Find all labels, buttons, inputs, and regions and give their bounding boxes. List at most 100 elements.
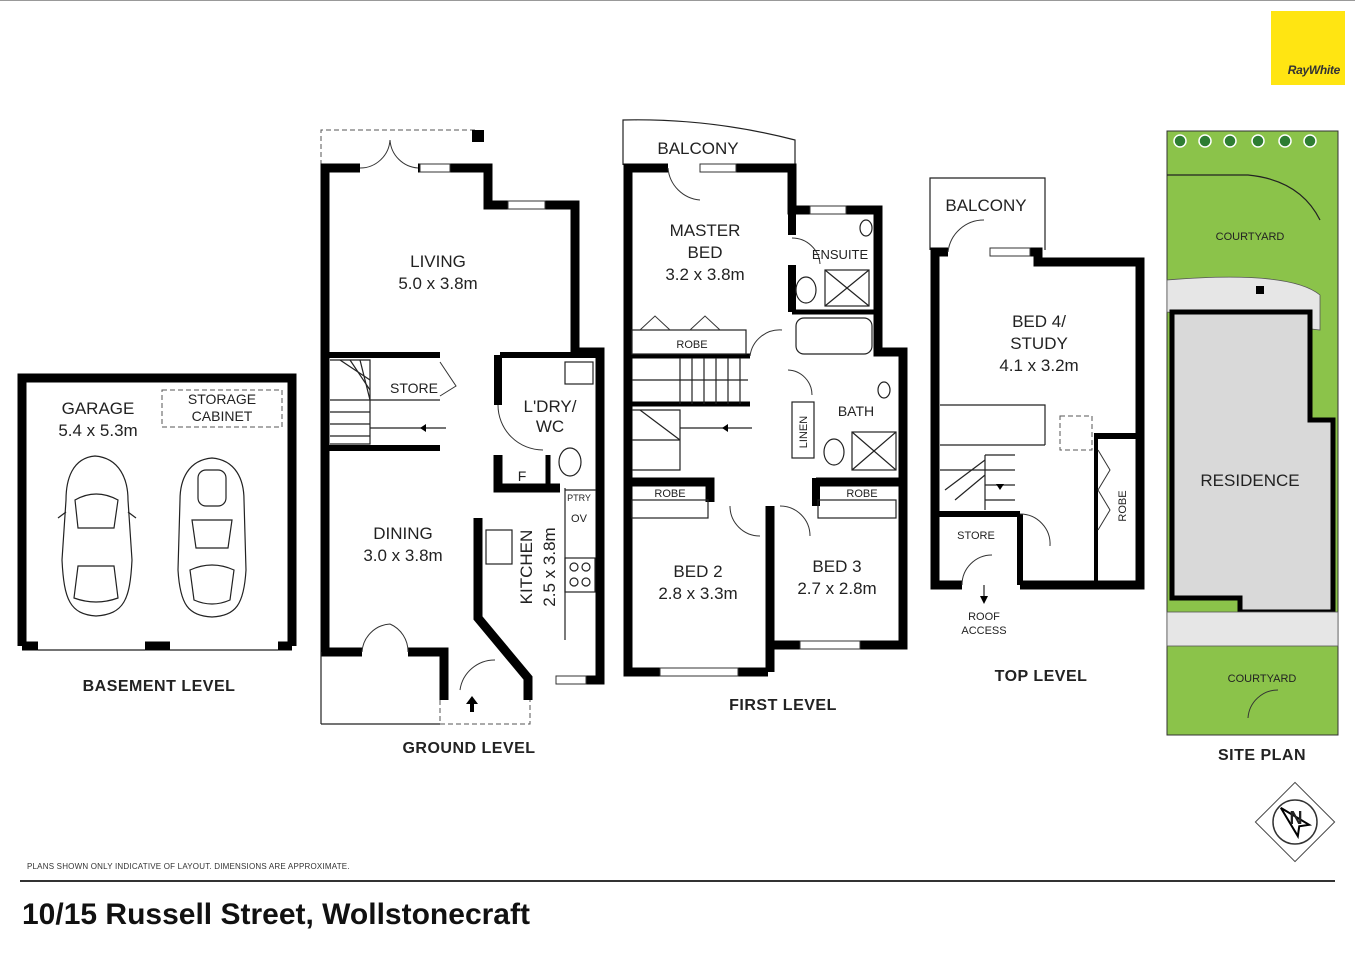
dining-french-door [361, 623, 409, 653]
courtyard-top-label: COURTYARD [1216, 231, 1285, 243]
shower-icon [851, 431, 897, 471]
gate [1247, 689, 1279, 719]
raywhite-logo: RayWhite [1271, 11, 1345, 85]
storage-cabinet-outline [161, 389, 283, 428]
paving [1166, 611, 1339, 647]
sink-icon [485, 529, 513, 565]
ground-level-title: GROUND LEVEL [402, 740, 535, 757]
window [555, 675, 587, 685]
bed2-size: 2.8 x 3.3m [658, 584, 737, 603]
tree-icon [1251, 134, 1265, 148]
balcony-door [947, 219, 985, 253]
top-level-title: TOP LEVEL [995, 668, 1088, 685]
tree-row [1173, 134, 1317, 148]
property-address: 10/15 Russell Street, Wollstonecraft [22, 898, 530, 931]
linen-label: LINEN [798, 416, 810, 448]
post [1256, 286, 1264, 294]
bath-door [787, 369, 813, 396]
kitchen-name: KITCHEN [517, 530, 536, 605]
store-label: STORE [390, 380, 438, 396]
garage-name: GARAGE [62, 399, 135, 418]
window [507, 200, 546, 210]
bath-label: BATH [838, 403, 874, 419]
balcony-outline [622, 119, 796, 165]
terrace-outline [320, 129, 478, 165]
ptry-label: PTRY [567, 493, 591, 503]
logo-text: RayWhite [1287, 63, 1341, 77]
bed2-door [729, 505, 761, 537]
robe-master-label: ROBE [676, 339, 707, 351]
ensuite-door [791, 237, 821, 265]
living-size: 5.0 x 3.8m [398, 274, 477, 293]
tree-icon [1223, 134, 1237, 148]
robe-doors [1097, 449, 1111, 531]
tree-icon [1303, 134, 1317, 148]
storage-cabinet-line2: CABINET [192, 408, 253, 424]
top-east-wall [1020, 247, 1145, 590]
living-name: LIVING [410, 252, 466, 271]
laundry-tub-icon [564, 361, 594, 385]
compass-n-label: N [1290, 808, 1303, 828]
basement-level: GARAGE 5.4 x 5.3m STORAGE CABINET BASEME… [17, 373, 297, 695]
master-line2: BED [688, 243, 723, 262]
bed2-north-wall [628, 477, 715, 502]
window [699, 163, 737, 173]
basin-icon [859, 219, 873, 237]
store-door [961, 554, 993, 586]
robe-top-label: ROBE [1117, 490, 1129, 521]
master-line1: MASTER [670, 221, 741, 240]
linen-cupboard [791, 401, 815, 459]
bed3-name: BED 3 [812, 557, 861, 576]
ground-south-wall [408, 647, 449, 700]
site-plan: COURTYARD RESIDENCE COURTYARD SITE PLAN [1166, 130, 1339, 764]
store-top-label: STORE [957, 530, 995, 542]
robe-bed3 [817, 499, 897, 519]
roof-access-line1: ROOF [968, 611, 1000, 623]
post [472, 130, 484, 142]
robe-bed3-label: ROBE [846, 488, 877, 500]
tree-icon [1173, 134, 1187, 148]
living-french-door [359, 139, 419, 169]
balcony-door [667, 167, 701, 201]
residence-label: RESIDENCE [1200, 471, 1299, 490]
window [659, 667, 739, 677]
balcony-outline [929, 177, 1046, 250]
roof-access-line2: ACCESS [961, 625, 1006, 637]
robe-bed2 [631, 499, 709, 519]
window [799, 640, 861, 650]
f-label: F [518, 468, 527, 484]
car-icon [177, 457, 247, 618]
toilet-icon [558, 447, 582, 477]
courtyard-edge [1167, 174, 1321, 221]
floor-plan: GARAGE 5.4 x 5.3m STORAGE CABINET BASEME… [17, 119, 1339, 863]
garage-walls [17, 373, 297, 646]
top-level: BALCONY BED 4/ STUDY 4.1 x 3.2m STORE RO… [929, 177, 1145, 685]
disclaimer-text: PLANS SHOWN ONLY INDICATIVE OF LAYOUT. D… [27, 862, 350, 871]
residence-footprint [1169, 309, 1336, 615]
balcony-top-label: BALCONY [945, 196, 1026, 215]
window [809, 205, 847, 215]
garage-size: 5.4 x 5.3m [58, 421, 137, 440]
ground-level: LIVING 5.0 x 3.8m STORE L'DRY/ WC F PTRY… [320, 129, 605, 757]
window [989, 247, 1031, 257]
staircase [940, 404, 1046, 510]
staircase [330, 359, 446, 445]
first-east-wall [712, 163, 908, 650]
ground-west-wall [320, 163, 362, 657]
shower-icon [824, 269, 870, 307]
tree-icon [1278, 134, 1292, 148]
robe-master [631, 329, 747, 355]
bed4-size: 4.1 x 3.2m [999, 356, 1078, 375]
car-icon [57, 455, 137, 617]
skylight [1059, 415, 1093, 451]
bed4-door [1019, 513, 1051, 547]
tree-icon [1198, 134, 1212, 148]
bed3-size: 2.7 x 2.8m [797, 579, 876, 598]
toilet-icon [823, 438, 845, 466]
robe-doors [639, 315, 721, 331]
entry-arrow-icon [466, 696, 478, 712]
roof-access-arrow-icon [980, 596, 988, 604]
ensuite-label: ENSUITE [812, 247, 869, 262]
ground-east-wall [545, 200, 605, 685]
first-level: BALCONY MASTER BED 3.2 x 3.8m ENSUITE RO… [622, 119, 908, 714]
